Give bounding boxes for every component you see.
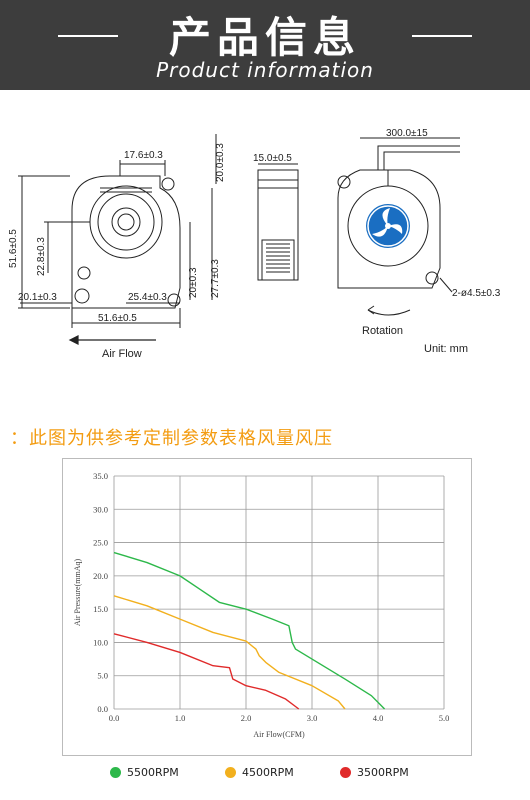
dim-mount-height: 20±0.3 <box>188 267 199 298</box>
legend-label-3500: 3500RPM <box>357 766 409 779</box>
dim-side-thickness: 15.0±0.5 <box>253 153 292 164</box>
header-banner: 产品信息 Product information <box>0 0 530 90</box>
legend-label-5500: 5500RPM <box>127 766 179 779</box>
page-subtitle: Product information <box>156 58 374 82</box>
side-view <box>257 163 299 281</box>
air-flow-label: Air Flow <box>102 348 142 360</box>
y-axis-label: Air Pressure(mmAq) <box>73 559 82 627</box>
legend-item-5500: 5500RPM <box>110 766 179 779</box>
y-tick-label: 35.0 <box>93 471 108 481</box>
legend-dot-red-icon <box>340 767 351 778</box>
x-tick-label: 2.0 <box>241 713 252 723</box>
chart-legend: 5500RPM 4500RPM 3500RPM <box>0 766 530 786</box>
x-tick-label: 0.0 <box>109 713 120 723</box>
legend-dot-orange-icon <box>225 767 236 778</box>
y-tick-label: 15.0 <box>93 604 108 614</box>
y-tick-label: 30.0 <box>93 504 108 514</box>
pq-curve-chart: 0.0 1.0 2.0 3.0 4.0 5.0 0.0 5.0 10.0 15.0 20.0 25.0… <box>62 458 472 756</box>
dim-side-height: 27.7±0.3 <box>210 259 221 298</box>
dim-inlet-height: 22.8±0.3 <box>36 237 47 276</box>
y-tick-label: 10.0 <box>93 637 108 647</box>
x-tick-label: 1.0 <box>175 713 186 723</box>
y-tick-label: 5.0 <box>97 671 108 681</box>
legend-label-4500: 4500RPM <box>242 766 294 779</box>
series-line-4500rpm <box>113 595 346 710</box>
page-title: 产品信息 <box>168 13 361 62</box>
legend-dot-green-icon <box>110 767 121 778</box>
chart-ticks: 0.0 1.0 2.0 3.0 4.0 5.0 0.0 5.0 10.0 15.0 20.0 25.0… <box>93 471 449 723</box>
back-view <box>337 137 460 316</box>
front-view <box>71 175 181 309</box>
x-tick-label: 5.0 <box>439 713 450 723</box>
dim-outer-height: 51.6±0.5 <box>8 229 19 268</box>
dim-total-height: 20.0±0.3 <box>215 143 226 182</box>
chart-series <box>113 551 386 710</box>
series-line-3500rpm <box>113 633 300 710</box>
dim-bottom-width: 51.6±0.5 <box>98 313 137 324</box>
series-line-5500rpm <box>113 551 386 710</box>
chart-frame <box>62 458 472 756</box>
unit-label: Unit: mm <box>424 343 468 355</box>
dim-mount-holes: 2-ø4.5±0.3 <box>452 288 501 299</box>
legend-item-3500: 3500RPM <box>340 766 409 779</box>
y-tick-label: 25.0 <box>93 538 108 548</box>
x-tick-label: 3.0 <box>307 713 318 723</box>
dim-bottom-mid: 25.4±0.3 <box>128 292 167 303</box>
rotation-label: Rotation <box>362 325 403 337</box>
dim-bottom-left: 20.1±0.3 <box>18 292 57 303</box>
banner-left-rule <box>58 35 118 37</box>
custom-params-note: ：此图为供参考定制参数表格风量风压 <box>10 428 333 449</box>
x-axis-label: Air Flow(CFM) <box>253 730 305 739</box>
air-flow-arrow-icon <box>68 335 156 345</box>
dimension-drawing: 17.6±0.3 20.0±0.3 51.6±0.5 22.8±0.3 20±0… <box>8 128 501 360</box>
legend-item-4500: 4500RPM <box>225 766 294 779</box>
chart-grid <box>113 475 445 710</box>
dim-cable-length: 300.0±15 <box>386 128 428 139</box>
x-tick-label: 4.0 <box>373 713 384 723</box>
y-tick-label: 20.0 <box>93 571 108 581</box>
dim-top-width: 17.6±0.3 <box>124 150 163 161</box>
banner-right-rule <box>412 35 472 37</box>
y-tick-label: 0.0 <box>97 704 108 714</box>
fan-impeller-icon <box>366 204 410 248</box>
